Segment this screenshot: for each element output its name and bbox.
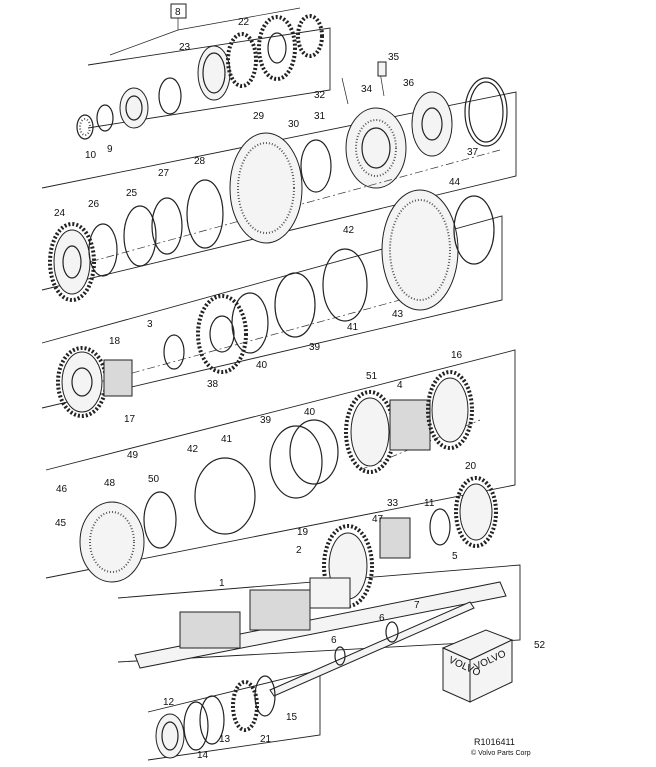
parts-box: VOLVO VOLVO — [441, 629, 514, 703]
reference-box-number: 8 — [175, 7, 181, 18]
row1-parts — [76, 14, 508, 189]
callout-label: 40 — [304, 407, 316, 418]
callout-label: 32 — [314, 90, 326, 101]
callout-label: 2 — [296, 545, 302, 556]
callout-label: 34 — [361, 84, 373, 95]
callout-label: 48 — [104, 478, 116, 489]
callout-label: 28 — [194, 156, 206, 167]
callout-label: 35 — [388, 52, 400, 63]
callout-label: 47 — [372, 514, 384, 525]
callout-label: 9 — [107, 144, 113, 155]
callout-label: 41 — [221, 434, 233, 445]
callout-label: 39 — [309, 342, 321, 353]
callout-label: 29 — [253, 111, 265, 122]
callout-label: 18 — [109, 336, 121, 347]
callout-label: 27 — [158, 168, 170, 179]
callout-label: 5 — [452, 551, 458, 562]
callout-label: 24 — [54, 208, 66, 219]
callout-label: 19 — [297, 527, 309, 538]
callout-label: 46 — [56, 484, 68, 495]
callout-label: 16 — [451, 350, 463, 361]
callout-label: 51 — [366, 371, 378, 382]
row6-parts — [155, 675, 276, 759]
callout-label: 30 — [288, 119, 300, 130]
callout-label: 50 — [148, 474, 160, 485]
callout-label: 25 — [126, 188, 138, 199]
callout-label: 33 — [387, 498, 399, 509]
callout-label: 17 — [124, 414, 136, 425]
callout-label: 15 — [286, 712, 298, 723]
row2-parts — [48, 132, 501, 311]
callout-label: 40 — [256, 360, 268, 371]
mainshaft — [134, 577, 507, 697]
callout-label: 13 — [219, 734, 231, 745]
callout-label: 42 — [187, 444, 199, 455]
callout-label: 39 — [260, 415, 272, 426]
callout-label: 4 — [397, 380, 403, 391]
callout-label: 44 — [449, 177, 461, 188]
callout-label: 12 — [163, 697, 175, 708]
callout-label: 52 — [534, 640, 546, 651]
image-reference: R1016411 — [474, 737, 515, 747]
callout-label: 1 — [219, 578, 225, 589]
callout-label: 49 — [127, 450, 139, 461]
callout-label: 21 — [260, 734, 272, 745]
row3-parts — [56, 248, 401, 418]
callout-label: 7 — [414, 600, 420, 611]
callout-label: 11 — [424, 498, 435, 509]
callout-label: 45 — [55, 518, 67, 529]
callout-label: 37 — [467, 147, 479, 158]
callout-label: 26 — [88, 199, 100, 210]
row4-parts — [79, 370, 498, 608]
callout-label: 23 — [179, 42, 191, 53]
callout-label: 6 — [331, 635, 337, 646]
callout-label: 14 — [197, 750, 209, 761]
callout-label: 41 — [347, 322, 359, 333]
callout-label: 6 — [379, 613, 385, 624]
callout-label: 42 — [343, 225, 355, 236]
callout-label: 20 — [465, 461, 477, 472]
callout-label: 3 — [147, 319, 153, 330]
reference-box-8: 8 — [109, 3, 301, 56]
callout-labels: 22 23 10 9 35 32 34 36 29 30 31 37 28 27… — [54, 17, 546, 761]
callout-label: 10 — [85, 150, 97, 161]
copyright: © Volvo Parts Corp — [471, 750, 531, 757]
callout-label: 43 — [392, 309, 404, 320]
callout-label: 22 — [238, 17, 250, 28]
callout-label: 31 — [314, 111, 326, 122]
callout-label: 38 — [207, 379, 219, 390]
callout-label: 36 — [403, 78, 415, 89]
